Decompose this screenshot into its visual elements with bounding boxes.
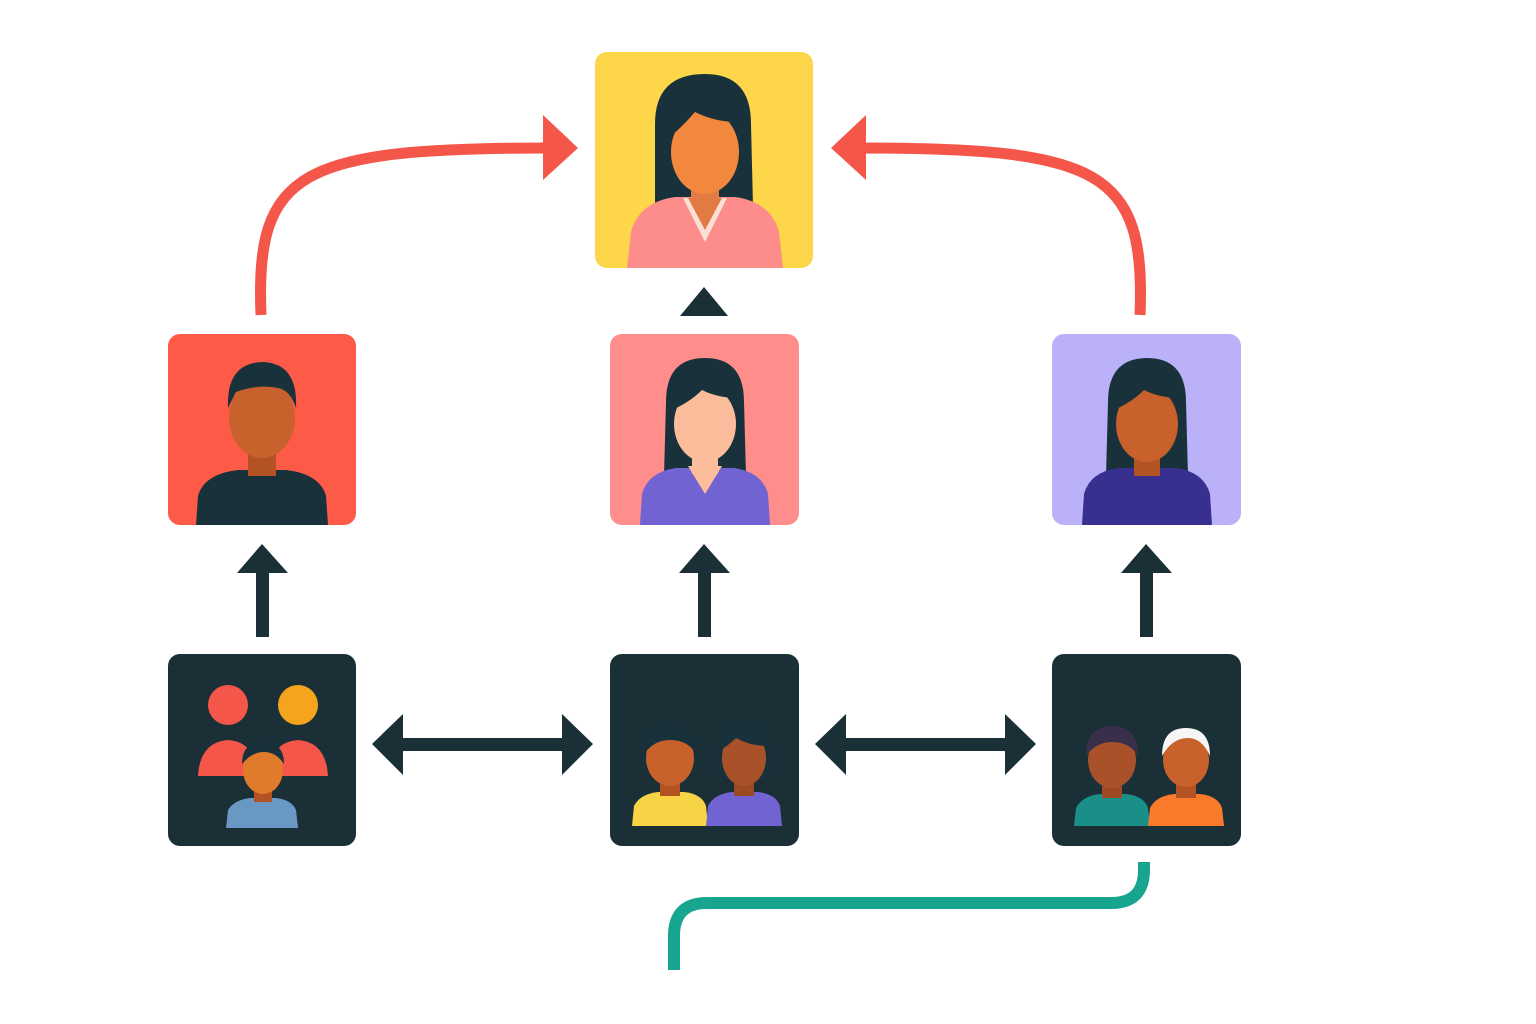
node-bot-center[interactable] (610, 654, 799, 846)
man-avatar-icon (168, 334, 356, 525)
connector-bot-center-to-mid-center (679, 544, 730, 637)
arrowhead-mid-center-to-top (680, 287, 728, 316)
node-top[interactable] (595, 52, 813, 268)
node-mid-right[interactable] (1052, 334, 1241, 525)
group-icon (168, 654, 356, 846)
connector-bot-left-to-mid-left (237, 544, 288, 637)
woman-avatar-icon (610, 334, 799, 525)
connector-bot-left-to-bot-center (372, 714, 593, 775)
node-mid-center[interactable] (610, 334, 799, 525)
arrowhead-red-right (831, 115, 866, 180)
pair-icon (1052, 654, 1241, 846)
node-mid-left[interactable] (168, 334, 356, 525)
connector-bot-right-to-mid-right (1121, 544, 1172, 637)
arrowhead-red-left (543, 115, 578, 180)
connector-bot-center-to-bot-right (815, 714, 1036, 775)
node-bot-left[interactable] (168, 654, 356, 846)
woman-avatar-icon (595, 52, 813, 268)
woman-avatar-icon (1052, 334, 1241, 525)
connector-mid-right-to-top (857, 142, 1146, 316)
pair-icon (610, 654, 799, 846)
connector-bot-right-teal-line (668, 862, 1150, 970)
connector-mid-left-to-top (255, 142, 551, 316)
node-bot-right[interactable] (1052, 654, 1241, 846)
